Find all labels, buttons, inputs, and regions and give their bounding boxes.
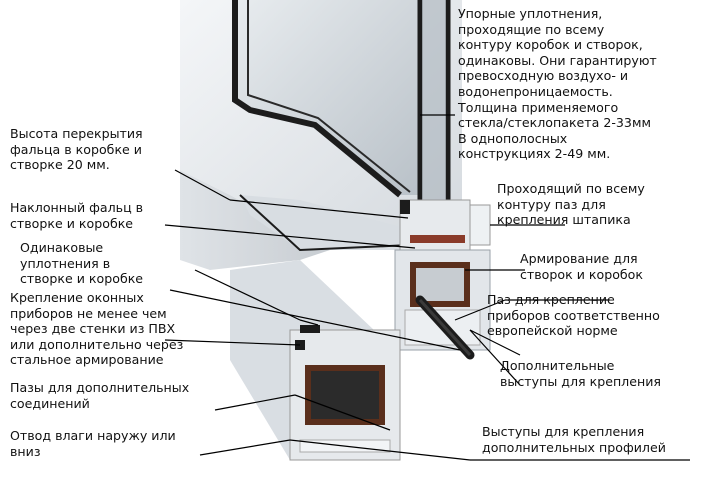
label-extra-grooves: Пазы для дополнительных соединений xyxy=(10,380,190,411)
label-reinforcement: Армирование для створок и коробок xyxy=(520,251,643,282)
glass-pane xyxy=(232,0,451,200)
label-bead-groove: Проходящий по всему контуру паз для креп… xyxy=(497,181,645,228)
frame-profile xyxy=(394,249,491,360)
label-fittings-mount: Крепление оконных приборов не менее чем … xyxy=(10,290,184,368)
sash-profile xyxy=(399,199,491,251)
label-extra-ledges: Дополнительные выступы для крепления xyxy=(500,358,661,389)
label-profile-ledges: Выступы для крепления дополнительных про… xyxy=(482,424,666,455)
label-rebate-height: Высота перекрытия фальца в коробке и ств… xyxy=(10,126,143,173)
leader-lines xyxy=(164,114,690,461)
lower-frame xyxy=(230,260,401,461)
label-top-right: Упорные уплотнения, проходящие по всему … xyxy=(458,6,657,162)
label-same-seals: Одинаковые уплотнения в створке и коробк… xyxy=(20,240,144,287)
label-drainage: Отвод влаги наружу или вниз xyxy=(10,428,176,459)
label-inclined-rebate: Наклонный фальц в створке и коробке xyxy=(10,200,144,231)
label-fittings-groove: Паз для крепление приборов соответственн… xyxy=(487,292,660,339)
